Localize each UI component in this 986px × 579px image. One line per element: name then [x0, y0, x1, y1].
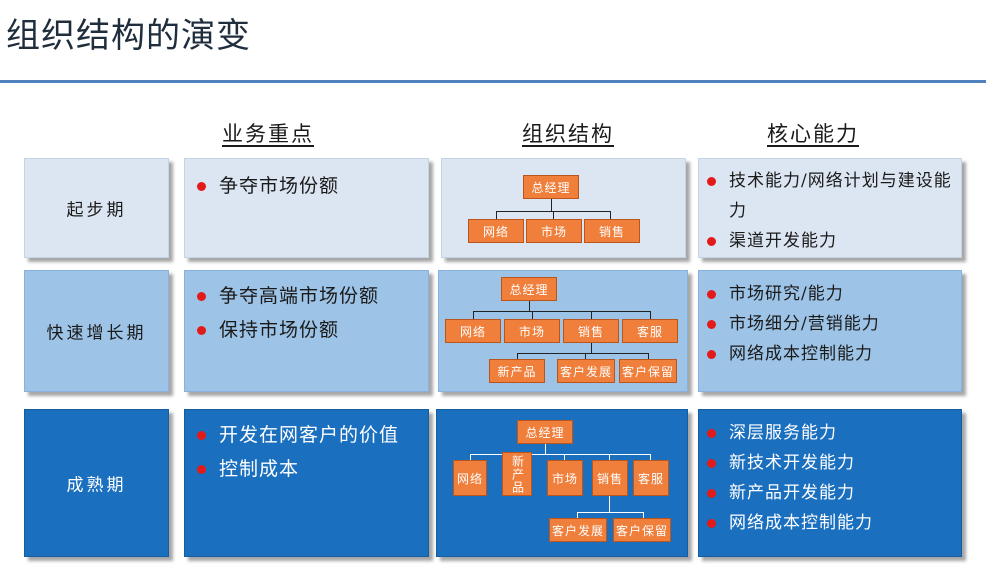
phase-cell-growth: 快速增长期 [24, 270, 169, 392]
org-node: 网络 [445, 319, 501, 343]
org-cell-mature: 总经理 网络 新产品 市场 销售 客服 客户发展 客户保留 [436, 409, 688, 557]
capability-item: 新技术开发能力 [703, 448, 957, 478]
phase-cell-mature: 成熟期 [24, 409, 169, 557]
focus-list: 争夺市场份额 [193, 169, 428, 203]
org-cell-growth: 总经理 网络 市场 销售 客服 新产品 客户发展 客户保留 [438, 270, 688, 392]
focus-item: 保持市场份额 [193, 313, 428, 347]
phase-cell-startup: 起步期 [24, 158, 169, 258]
org-node: 客服 [622, 319, 678, 343]
focus-item: 开发在网客户的价值 [193, 418, 428, 452]
capability-item: 市场细分/营销能力 [703, 309, 957, 339]
column-header-focus: 业务重点 [222, 122, 314, 146]
org-node-root: 总经理 [501, 277, 557, 301]
page-title: 组织结构的演变 [6, 16, 251, 56]
org-chart: 总经理 网络 市场 销售 客服 新产品 客户发展 客户保留 [439, 271, 687, 391]
org-node: 销售 [584, 219, 640, 243]
capability-cell-growth: 市场研究/能力 市场细分/营销能力 网络成本控制能力 [698, 270, 962, 392]
focus-item: 争夺市场份额 [193, 169, 428, 203]
column-header-capability: 核心能力 [767, 122, 859, 146]
focus-cell-growth: 争夺高端市场份额 保持市场份额 [184, 270, 429, 392]
org-cell-startup: 总经理 网络 市场 销售 [441, 158, 686, 258]
org-node: 市场 [504, 319, 560, 343]
org-node: 市场 [526, 219, 582, 243]
focus-list: 争夺高端市场份额 保持市场份额 [193, 279, 428, 347]
focus-cell-mature: 开发在网客户的价值 控制成本 [184, 409, 429, 557]
org-node-root: 总经理 [517, 420, 573, 444]
org-node: 新产品 [489, 359, 545, 383]
capability-item: 新产品开发能力 [703, 478, 957, 508]
org-node: 客户保留 [613, 518, 671, 542]
focus-item: 争夺高端市场份额 [193, 279, 428, 313]
capability-cell-mature: 深层服务能力 新技术开发能力 新产品开发能力 网络成本控制能力 [698, 409, 962, 557]
capability-item: 技术能力/网络计划与建设能力 [703, 166, 957, 226]
phase-label: 起步期 [66, 200, 127, 221]
org-node: 市场 [547, 460, 583, 496]
title-divider [0, 80, 986, 83]
capability-item: 网络成本控制能力 [703, 508, 957, 538]
phase-label: 快速增长期 [46, 323, 147, 344]
column-header-structure: 组织结构 [522, 122, 614, 146]
org-node: 客户保留 [619, 359, 677, 383]
org-node: 客户发展 [549, 518, 607, 542]
capability-cell-startup: 技术能力/网络计划与建设能力 渠道开发能力 [698, 158, 962, 258]
focus-list: 开发在网客户的价值 控制成本 [193, 418, 428, 486]
capability-item: 深层服务能力 [703, 418, 957, 448]
org-chart: 总经理 网络 新产品 市场 销售 客服 客户发展 客户保留 [437, 410, 687, 556]
org-node: 客服 [633, 460, 669, 496]
org-node: 销售 [563, 319, 619, 343]
capability-list: 技术能力/网络计划与建设能力 渠道开发能力 [703, 166, 957, 256]
org-node: 新产品 [502, 452, 532, 496]
capability-item: 渠道开发能力 [703, 226, 957, 256]
capability-list: 市场研究/能力 市场细分/营销能力 网络成本控制能力 [703, 279, 957, 369]
org-node-root: 总经理 [523, 175, 579, 199]
org-chart: 总经理 网络 市场 销售 [442, 159, 685, 257]
org-node: 客户发展 [557, 359, 615, 383]
focus-cell-startup: 争夺市场份额 [184, 158, 429, 258]
capability-item: 市场研究/能力 [703, 279, 957, 309]
org-node-label: 新产品 [510, 454, 525, 494]
org-node: 网络 [468, 219, 524, 243]
org-node: 销售 [592, 460, 628, 496]
capability-list: 深层服务能力 新技术开发能力 新产品开发能力 网络成本控制能力 [703, 418, 957, 538]
capability-item: 网络成本控制能力 [703, 339, 957, 369]
org-node: 网络 [453, 460, 487, 496]
focus-item: 控制成本 [193, 452, 428, 486]
phase-label: 成熟期 [66, 475, 127, 496]
